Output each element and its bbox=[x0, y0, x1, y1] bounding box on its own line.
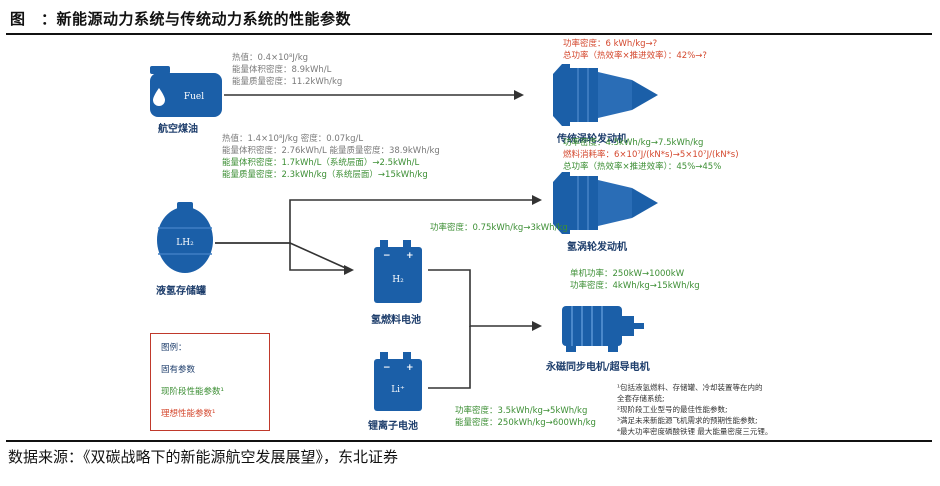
params-lh2-system: 能量体积密度：1.7kWh/L（系统层面）→2.5kWh/L 能量质量密度：2.… bbox=[222, 157, 428, 181]
param-line: 热值：1.4×10⁸J/kg 密度：0.07kg/L bbox=[222, 134, 364, 144]
fuelcell-icon: − + bbox=[374, 240, 422, 303]
param-line: 功率密度：4kWh/kg→15kWh/kg bbox=[570, 281, 700, 291]
param-line: 能量体积密度：1.7kWh/L（系统层面）→2.5kWh/L bbox=[222, 158, 420, 168]
fuel-icon-text: Fuel bbox=[184, 92, 204, 102]
param-line: 总功率（热效率×推进效率）：42%→? bbox=[563, 51, 707, 61]
params-turbofan: 功率密度：6 kWh/kg→? 总功率（热效率×推进效率）：42%→? bbox=[563, 38, 707, 62]
param-line: 总功率（热效率×推进效率）：45%→45% bbox=[563, 162, 722, 172]
params-motor: 单机功率：250kW→1000kW 功率密度：4kWh/kg→15kWh/kg bbox=[570, 268, 700, 292]
node-label-turbofan: 传统涡轮发动机 bbox=[557, 134, 627, 145]
params-lh2-fixed: 热值：1.4×10⁸J/kg 密度：0.07kg/L 能量体积密度：2.76kW… bbox=[222, 133, 440, 157]
params-fuel: 热值：0.4×10⁸J/kg 能量体积密度：8.9kWh/L 能量质量密度：11… bbox=[232, 52, 342, 88]
node-label-lh2: 液氢存储罐 bbox=[156, 286, 206, 297]
params-fuelcell: 功率密度：0.75kWh/kg→3kWh/kg bbox=[430, 222, 568, 234]
param-line: 能量质量密度：11.2kWh/kg bbox=[232, 77, 343, 87]
param-line: 能量体积密度：2.76kWh/L 能量质量密度：38.9kWh/kg bbox=[222, 146, 440, 156]
svg-text:−: − bbox=[383, 251, 391, 261]
legend-title: 图例： bbox=[161, 343, 187, 353]
param-line: 功率密度：6 kWh/kg→? bbox=[563, 39, 658, 49]
params-battery: 功率密度：3.5kWh/kg→5kWh/kg 能量密度：250kWh/kg→60… bbox=[455, 405, 596, 429]
node-label-h2-turbine: 氢涡轮发动机 bbox=[567, 242, 627, 253]
param-line: 单机功率：250kW→1000kW bbox=[570, 269, 685, 279]
param-line: 热值：0.4×10⁸J/kg bbox=[232, 53, 309, 63]
legend-box: 图例： 固有参数 现阶段性能参数¹ 理想性能参数¹ bbox=[150, 333, 270, 431]
footnote-line: ³满足未来新能源飞机需求的预期性能参数; bbox=[617, 416, 758, 425]
title-rule bbox=[6, 33, 932, 35]
arrow-fuelcell-to-motor bbox=[428, 269, 542, 331]
legend-item-ideal: 理想性能参数¹ bbox=[161, 409, 216, 419]
h2-turbine-engine-icon bbox=[553, 172, 658, 234]
param-line: 燃料消耗率：6×10⁷J/(kN*s)→5×10⁷J/(kN*s) bbox=[563, 150, 739, 160]
param-line: 功率密度：0.75kWh/kg→3kWh/kg bbox=[430, 223, 568, 233]
param-line: 能量质量密度：2.3kWh/kg（系统层面）→15kWh/kg bbox=[222, 170, 428, 180]
svg-text:+: + bbox=[406, 251, 414, 261]
flow-arrows bbox=[215, 90, 542, 389]
node-label-motor: 永磁同步电机/超导电机 bbox=[546, 362, 650, 373]
turbofan-engine-icon bbox=[553, 64, 658, 126]
arrow-lh2-to-fuelcell bbox=[215, 242, 354, 275]
footnote-line: ¹包括液氢燃料、存储罐、冷却装置等在内的 bbox=[617, 383, 763, 392]
node-label-fuelcell: 氢燃料电池 bbox=[371, 315, 421, 326]
legend-item-fixed: 固有参数 bbox=[161, 365, 196, 375]
footnote-line: 全套存储系统; bbox=[617, 394, 665, 403]
arrow-battery-to-motor bbox=[428, 326, 471, 389]
node-label-battery: 锂离子电池 bbox=[368, 421, 418, 432]
battery-icon: − + bbox=[374, 352, 422, 411]
legend-item-current: 现阶段性能参数¹ bbox=[161, 387, 224, 397]
node-label-fuel: 航空煤油 bbox=[158, 124, 198, 135]
electric-motor-icon bbox=[562, 306, 644, 352]
footnote-line: ²现阶段工业型号的最佳性能参数; bbox=[617, 405, 728, 414]
param-line: 能量密度：250kWh/kg→600Wh/kg bbox=[455, 418, 596, 428]
battery-icon-text: Li⁺ bbox=[391, 385, 405, 395]
arrow-lh2-branch bbox=[289, 242, 351, 271]
param-line: 功率密度：4.5kWh/kg→7.5kWh/kg bbox=[563, 138, 704, 148]
figure-title: 图 ：新能源动力系统与传统动力系统的性能参数 bbox=[10, 10, 352, 28]
svg-text:+: + bbox=[406, 363, 414, 373]
figure-source: 数据来源：《双碳战略下的新能源航空发展展望》，东北证券 bbox=[8, 448, 399, 466]
params-h2-turbine: 功率密度：4.5kWh/kg→7.5kWh/kg 燃料消耗率：6×10⁷J/(k… bbox=[563, 137, 739, 173]
param-line: 功率密度：3.5kWh/kg→5kWh/kg bbox=[455, 406, 588, 416]
fuelcell-icon-text: H₂ bbox=[392, 275, 404, 285]
footnote-line: ⁴最大功率密度磷酸铁锂 最大能量密度三元锂。 bbox=[617, 427, 773, 436]
lh2-tank-icon bbox=[157, 202, 213, 273]
footnotes: ¹包括液氢燃料、存储罐、冷却装置等在内的 全套存储系统; ²现阶段工业型号的最佳… bbox=[617, 382, 772, 437]
svg-text:−: − bbox=[383, 363, 391, 373]
lh2-icon-text: LH₂ bbox=[176, 238, 194, 248]
source-rule bbox=[6, 440, 932, 442]
fuel-tank-icon bbox=[150, 66, 222, 117]
param-line: 能量体积密度：8.9kWh/L bbox=[232, 65, 332, 75]
